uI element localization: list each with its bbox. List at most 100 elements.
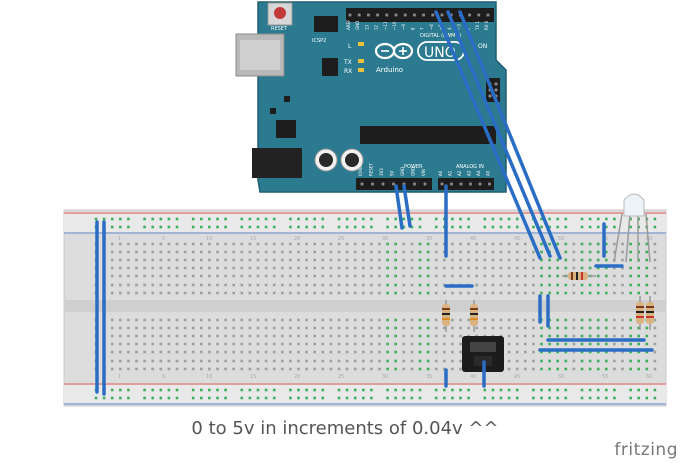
breadboard-hole: [426, 242, 430, 246]
breadboard-hole: [499, 291, 503, 295]
breadboard-hole: [175, 367, 179, 371]
rail-hole: [556, 217, 559, 221]
breadboard-hole: [272, 242, 276, 246]
led-label-tx: TX: [343, 59, 352, 66]
breadboard-hole: [240, 359, 244, 363]
column-number: 15: [250, 374, 256, 380]
pin-label: ~6: [429, 24, 434, 30]
rail-hole: [297, 217, 300, 221]
breadboard-hole: [621, 274, 624, 278]
breadboard-hole: [175, 274, 179, 278]
breadboard-hole: [394, 258, 397, 262]
breadboard-hole: [216, 283, 219, 287]
breadboard-hole: [621, 283, 624, 287]
breadboard-hole: [119, 350, 122, 354]
breadboard-hole: [572, 266, 576, 270]
column-number: 5: [162, 374, 165, 380]
breadboard-hole: [127, 350, 130, 354]
breadboard-hole: [143, 258, 146, 262]
breadboard-hole: [256, 342, 260, 346]
breadboard-hole: [305, 291, 308, 295]
breadboard-hole: [532, 274, 535, 278]
breadboard-hole: [605, 318, 608, 322]
breadboard-hole: [532, 283, 535, 287]
breadboard-hole: [532, 250, 535, 254]
rail-hole: [386, 225, 389, 229]
resistor: [562, 272, 596, 280]
rail-hole: [159, 388, 163, 392]
rail-hole: [653, 217, 657, 221]
rail-hole: [297, 396, 300, 400]
breadboard-hole: [524, 367, 527, 371]
rail-hole: [564, 396, 568, 400]
breadboard-hole: [256, 334, 260, 338]
breadboard-hole: [588, 350, 592, 354]
breadboard-hole: [370, 258, 373, 262]
breadboard-hole: [167, 291, 171, 295]
breadboard-hole: [402, 342, 406, 346]
header-pin: [478, 182, 482, 186]
breadboard-hole: [378, 367, 381, 371]
breadboard-hole: [629, 359, 632, 363]
breadboard-hole: [264, 367, 268, 371]
breadboard-hole: [434, 266, 438, 270]
breadboard-hole: [191, 291, 195, 295]
breadboard-hole: [443, 274, 446, 278]
breadboard-hole: [256, 359, 260, 363]
breadboard-hole: [200, 250, 203, 254]
breadboard-hole: [564, 334, 568, 338]
breadboard-hole: [394, 318, 397, 322]
breadboard-hole: [362, 283, 365, 287]
breadboard-hole: [248, 291, 252, 295]
breadboard-hole: [232, 274, 235, 278]
rail-hole: [200, 217, 203, 221]
breadboard-hole: [167, 318, 171, 322]
breadboard-hole: [613, 334, 616, 338]
icsp2-label: ICSP2: [312, 38, 326, 44]
breadboard-hole: [321, 258, 325, 262]
breadboard-hole: [281, 350, 284, 354]
breadboard-hole: [191, 359, 195, 363]
breadboard-hole: [451, 367, 454, 371]
breadboard-hole: [443, 367, 446, 371]
rail-hole: [345, 396, 349, 400]
breadboard-hole: [127, 283, 130, 287]
breadboard-hole: [345, 266, 349, 270]
breadboard-hole: [337, 266, 341, 270]
breadboard-hole: [240, 283, 244, 287]
breadboard-hole: [402, 242, 406, 246]
rail-hole: [143, 388, 146, 392]
breadboard-hole: [378, 274, 381, 278]
reset-label: RESET: [271, 26, 288, 32]
rail-hole: [264, 396, 268, 400]
caption: 0 to 5v in increments of 0.04v ^^: [191, 418, 499, 439]
breadboard-hole: [467, 242, 470, 246]
breadboard-hole: [507, 350, 511, 354]
breadboard-hole: [596, 283, 600, 287]
breadboard-hole: [418, 291, 422, 295]
breadboard-hole: [475, 250, 478, 254]
breadboard-hole: [353, 258, 357, 262]
header-pin: [394, 13, 398, 17]
rail-hole: [264, 217, 268, 221]
breadboard-hole: [588, 283, 592, 287]
breadboard-hole: [208, 283, 211, 287]
breadboard-hole: [572, 359, 576, 363]
breadboard-hole: [240, 318, 244, 322]
breadboard-hole: [297, 334, 300, 338]
pin-label: A0: [438, 170, 443, 176]
column-number: 50: [558, 236, 564, 242]
breadboard-hole: [305, 334, 308, 338]
rail-hole: [313, 396, 316, 400]
rail-hole: [588, 396, 592, 400]
breadboard-hole: [637, 266, 640, 270]
breadboard-hole: [329, 291, 333, 295]
breadboard-hole: [410, 318, 414, 322]
rail-hole: [451, 217, 454, 221]
breadboard-hole: [313, 242, 316, 246]
wire-5v: [402, 184, 412, 228]
breadboard-hole: [605, 367, 608, 371]
breadboard-hole: [297, 291, 300, 295]
power-jack: [252, 148, 302, 178]
breadboard-hole: [507, 318, 511, 322]
